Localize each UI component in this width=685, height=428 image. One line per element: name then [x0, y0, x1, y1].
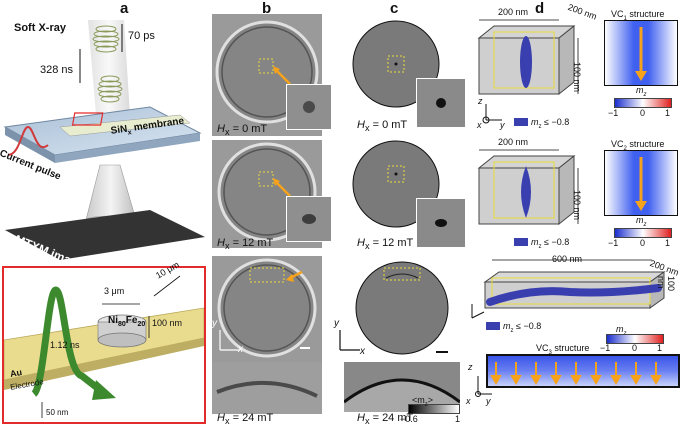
vc1-axis-x: x	[477, 120, 482, 130]
au-label: Au	[9, 367, 23, 379]
zoom-inset-b1	[286, 84, 332, 130]
sim-disk-row3	[355, 261, 449, 355]
vc3-cbar-max: 1	[657, 343, 663, 353]
colorbar-c-label: <mz>	[412, 395, 434, 408]
vc1-dim-z: 100 nm	[572, 62, 582, 93]
current-pulse-waveform	[7, 125, 49, 156]
vc3-structure-label: VC3 structure	[536, 343, 590, 356]
panel-label-d: d	[535, 0, 545, 17]
green-current-pulse	[31, 286, 103, 397]
disk-thickness-label: 100 nm	[152, 318, 183, 328]
vc2-dim-z: 100 nm	[572, 190, 582, 221]
xray-pulse-helix-top	[92, 25, 120, 53]
zone-plate-cone	[85, 164, 137, 221]
material-label: Ni80Fe20	[108, 315, 146, 328]
vc3-axis-y: y	[486, 396, 491, 406]
vc1-legend-swatch	[514, 118, 528, 126]
vc3-cbar-mid: 0	[632, 343, 638, 353]
vc1-structure-label: VC1 structure	[611, 9, 665, 22]
vc2-cbar-min: −1	[608, 238, 619, 248]
sim-zoom-c2	[416, 198, 466, 248]
field-label-c1: Hx = 0 mT	[357, 119, 408, 134]
axis-y-c: y	[334, 318, 339, 329]
mtxm-image-plane	[5, 210, 205, 260]
field-label-c2: Hx = 12 mT	[357, 237, 414, 252]
vc3-cbar-min: −1	[600, 343, 611, 353]
vc1-cbar-max: 1	[665, 108, 671, 118]
vc1-axis-z: z	[478, 96, 483, 106]
vc2-cbar-label: mz	[636, 215, 647, 228]
vc1-legend-label: mz ≤ −0.8	[531, 117, 570, 130]
vc1-cbar-mid: 0	[640, 108, 646, 118]
vc3-map-axes	[475, 376, 492, 397]
vc1-structure-map	[604, 20, 678, 86]
vc2-colorbar	[614, 228, 672, 238]
vc3-dim-z: 100 nm	[656, 276, 676, 292]
soft-xray-label: Soft X-ray	[14, 22, 66, 34]
panel-label-b: b	[262, 0, 272, 17]
mtxm-image-row3	[212, 256, 322, 362]
pulse-width-label: 70 ps	[128, 30, 155, 42]
vc1-dim-x: 200 nm	[498, 7, 529, 17]
vc3-legend-swatch	[486, 322, 500, 330]
axis-y-b: y	[212, 318, 217, 329]
disk-width-label: 3 μm	[104, 286, 125, 296]
axes-b	[219, 330, 240, 351]
vc2-cbar-max: 1	[665, 238, 671, 248]
vc1-3d-box	[477, 19, 579, 96]
vc3-axes	[471, 304, 485, 319]
colorbar-c-min: −0.6	[400, 414, 418, 424]
vc3-3d-box	[483, 271, 666, 309]
setup-diagram	[3, 20, 205, 260]
axis-x-b: x	[238, 344, 243, 355]
vc3-colorbar	[606, 334, 664, 344]
vc3-dim-line	[492, 259, 652, 261]
vc1-cbar-label: mz	[636, 85, 647, 98]
vc2-legend-swatch	[514, 238, 528, 246]
vc2-3d-box	[477, 149, 579, 226]
field-label-b2: Hx = 12 mT	[217, 237, 274, 252]
vc1-axis-y: y	[500, 120, 505, 130]
pulse-duration-label: 1.12 ns	[50, 340, 80, 350]
vc1-axes	[482, 104, 502, 124]
vc2-cbar-mid: 0	[640, 238, 646, 248]
axis-x-c: x	[360, 346, 365, 357]
vc2-structure-map	[604, 150, 678, 216]
vc2-structure-label: VC2 structure	[611, 139, 665, 152]
field-label-c3: Hx = 24 mT	[357, 412, 414, 427]
vc1-cbar-min: −1	[608, 108, 619, 118]
vc3-cbar-label: mz	[616, 324, 627, 337]
sim-zoom-c1	[416, 78, 466, 128]
vc3-axis-z: z	[468, 362, 473, 372]
vc1-colorbar	[614, 98, 672, 108]
vc3-dim-x: 600 nm	[552, 254, 583, 264]
panel-label-c: c	[390, 0, 399, 17]
electrode-thickness-label: 50 nm	[46, 408, 69, 417]
axes-c	[339, 330, 360, 351]
vc3-legend-label: mz ≤ −0.8	[503, 321, 542, 334]
vc2-legend-label: mz ≤ −0.8	[531, 237, 570, 250]
vc3-axis-x: x	[466, 396, 471, 406]
xray-pulse-helix-bottom	[97, 75, 123, 103]
colorbar-c-max: 1	[455, 414, 461, 424]
field-label-b1: Hx = 0 mT	[217, 123, 268, 138]
field-label-b3: Hx = 24 mT	[217, 412, 274, 427]
colorbar-c	[408, 404, 460, 414]
period-label: 328 ns	[40, 64, 74, 76]
zoom-inset-b2	[286, 196, 332, 242]
vc3-structure-map	[486, 354, 680, 388]
panel-label-a: a	[120, 0, 129, 17]
zoom-strip-b3	[212, 362, 322, 414]
vc2-dim-x: 200 nm	[498, 137, 529, 147]
sample-inset: 3 μm 10 μm 100 nm Ni80Fe20 1.12 ns 50 nm…	[2, 259, 206, 424]
